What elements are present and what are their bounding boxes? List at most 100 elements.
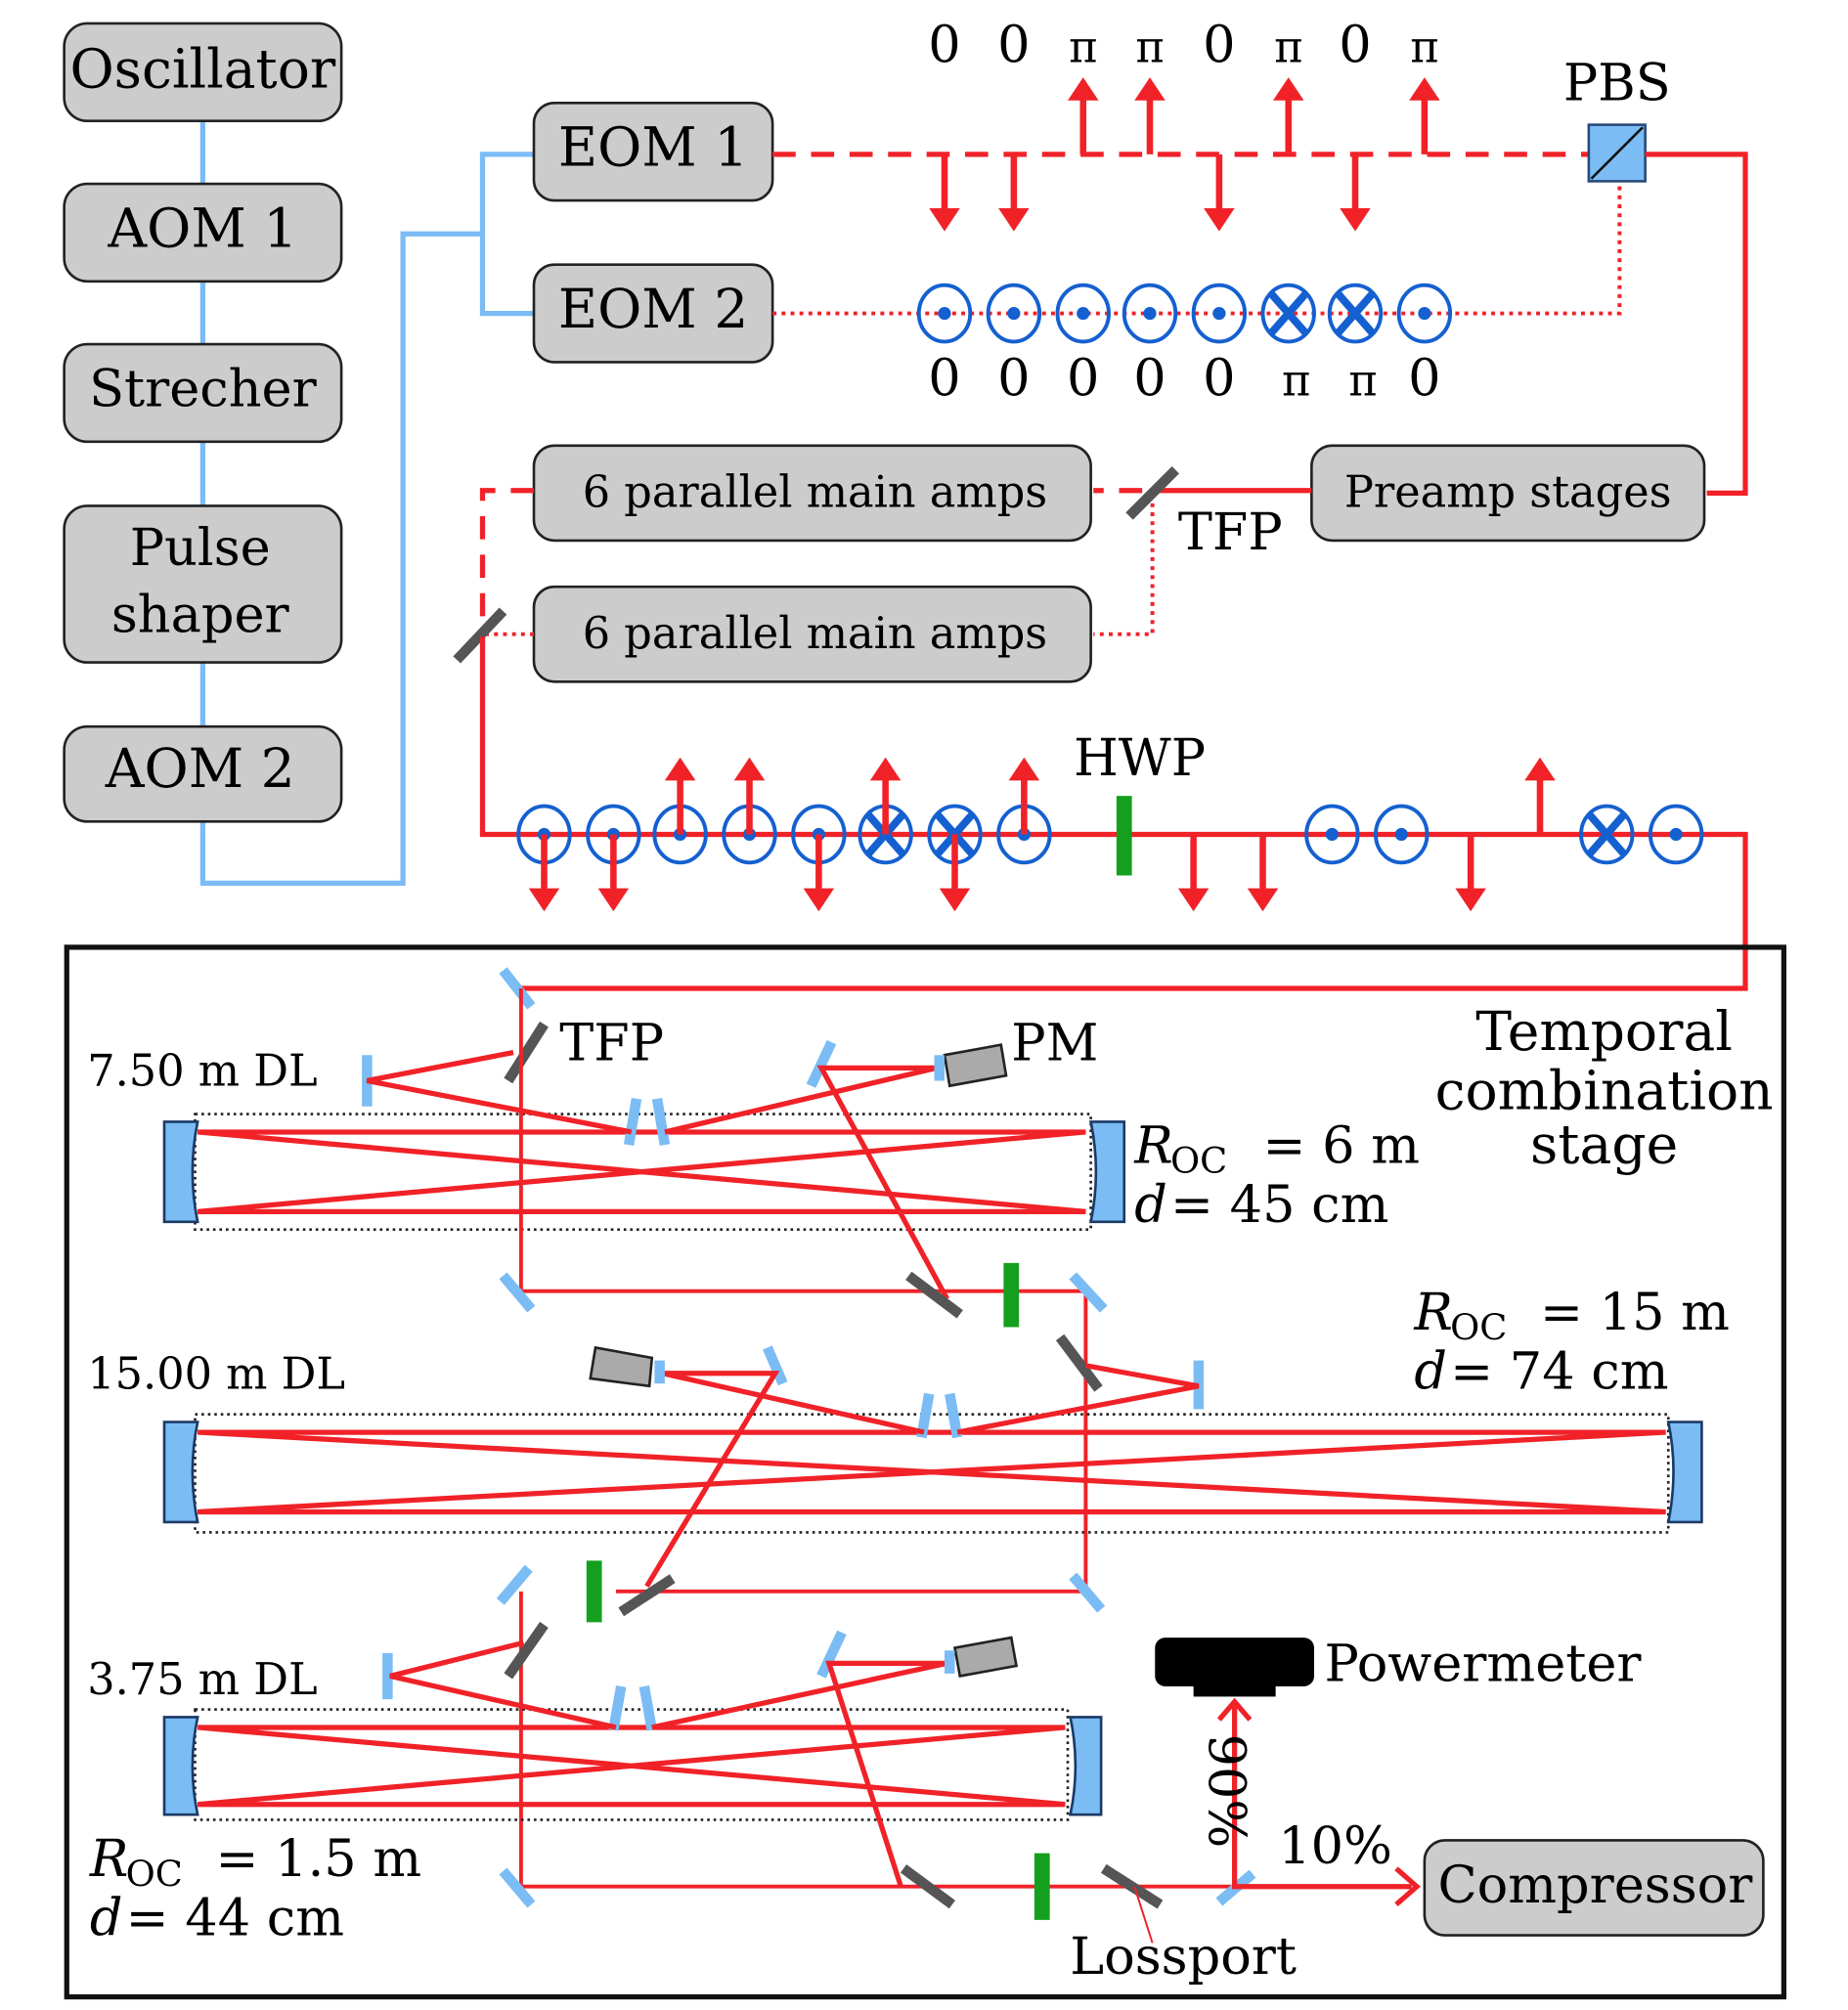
hwp-label: HWP	[1074, 728, 1206, 788]
eom1-phase-label: π	[1135, 22, 1164, 72]
polarization-arrow-up-icon	[869, 757, 902, 835]
combined-polarization-arrows	[528, 757, 1040, 912]
polarization-arrow-down-icon	[929, 153, 960, 232]
polarization-out-of-plane-icon	[1122, 283, 1178, 344]
amp-a-out-beam	[479, 488, 534, 617]
svg-text:R: R	[89, 1829, 129, 1889]
polarization-into-plane-icon	[1579, 804, 1635, 865]
polarization-arrow-down-icon	[597, 834, 630, 912]
polarization-arrow-up-icon	[1008, 757, 1040, 835]
stretcher-label: Strecher	[89, 359, 318, 418]
box-eom1: EOM 1	[532, 101, 774, 202]
powermeter-label: Powermeter	[1325, 1635, 1643, 1694]
stage-title-line3: stage	[1530, 1113, 1678, 1175]
cavity-mirror-right-icon	[1089, 1120, 1126, 1224]
polarization-arrow-up-icon	[1134, 77, 1166, 154]
box-stretcher: Strecher	[63, 342, 343, 444]
eom2-phase-label: 0	[1067, 349, 1099, 409]
dl1-parameters: R OC = 6 m d = 45 cm	[1133, 1115, 1420, 1234]
combined-beam	[479, 636, 1748, 991]
svg-text:d: d	[1134, 1175, 1167, 1235]
preamp-label: Preamp stages	[1344, 466, 1672, 517]
box-compressor: Compressor	[1423, 1839, 1765, 1937]
eom1-phase-label: 0	[1339, 15, 1371, 74]
polarization-arrow-up-icon	[664, 757, 696, 835]
eom1-phase-label: π	[1410, 22, 1438, 72]
polarization-arrow-down-icon	[1177, 834, 1210, 912]
box-aom2: AOM 2	[63, 724, 343, 823]
polarization-out-of-plane-icon	[986, 283, 1042, 344]
svg-text:d: d	[90, 1889, 123, 1948]
eom2-label: EOM 2	[558, 278, 748, 340]
pulse-shaper-label-line1: Pulse	[130, 518, 271, 578]
oscillator-label: Oscillator	[70, 38, 336, 101]
cavity-mirror-left-icon	[162, 1120, 199, 1224]
eom1-phase-label: 0	[1203, 15, 1235, 74]
svg-text:d: d	[1414, 1341, 1447, 1401]
lossport-label: Lossport	[1070, 1927, 1297, 1987]
combiner-tfp-icon	[453, 607, 507, 664]
eom2-polarization-symbols	[916, 283, 1453, 344]
lossport-polarizer-icon	[1100, 1863, 1164, 1909]
eom2-phase-label: 0	[1408, 349, 1440, 409]
eom1-label: EOM 1	[558, 116, 748, 179]
delay-line-2: 15.00 m DL	[87, 1345, 1703, 1588]
dl3-parameters: R OC = 1.5 m d = 44 cm	[89, 1829, 421, 1947]
pm-detector-icon	[952, 1636, 1019, 1678]
dl1-label: 7.50 m DL	[87, 1046, 317, 1097]
eom1-polarization-arrows	[929, 77, 1440, 232]
compressor-label: Compressor	[1437, 1856, 1753, 1915]
split-90-label: 90%	[1196, 1734, 1255, 1849]
eom2-phase-label: π	[1282, 356, 1310, 407]
dl3-label: 3.75 m DL	[87, 1654, 317, 1705]
polarization-arrow-up-icon	[1409, 77, 1440, 154]
svg-text:= 45 cm: = 45 cm	[1170, 1175, 1388, 1235]
aom1-label: AOM 1	[107, 197, 297, 259]
polarization-arrow-down-icon	[1247, 834, 1279, 912]
stage-tfp-label: TFP	[559, 1013, 664, 1072]
powermeter-icon	[1155, 1638, 1314, 1697]
pm-detector-icon	[589, 1345, 654, 1388]
cavity-mirror-left-icon	[162, 1716, 199, 1816]
eom1-phase-label: π	[1274, 22, 1302, 72]
svg-text:R: R	[1413, 1283, 1453, 1342]
delay-line-1: 7.50 m DL	[87, 1021, 1126, 1300]
polarization-into-plane-icon	[1327, 283, 1384, 344]
polarization-arrow-down-icon	[1204, 153, 1235, 232]
cavity-mirror-right-icon	[1666, 1420, 1703, 1524]
eom2-phase-label: 0	[928, 349, 960, 409]
eom2-phase-label: 0	[1203, 349, 1235, 409]
polarization-arrow-up-icon	[1068, 77, 1099, 154]
polarization-out-of-plane-icon	[916, 283, 973, 344]
tfp-to-amp-b-beam	[1093, 502, 1155, 636]
after-hwp-polarization	[1177, 757, 1704, 912]
svg-text:= 74 cm: = 74 cm	[1450, 1341, 1668, 1401]
polarization-arrow-up-icon	[1273, 77, 1304, 154]
box-pulse-shaper: Pulse shaper	[63, 504, 343, 664]
svg-text:= 6 m: = 6 m	[1263, 1115, 1421, 1175]
polarization-arrow-up-icon	[733, 757, 766, 835]
polarization-arrow-down-icon	[803, 834, 835, 912]
aom2-label: AOM 2	[105, 737, 295, 800]
box-eom2: EOM 2	[532, 263, 774, 364]
polarization-out-of-plane-icon	[1055, 283, 1111, 344]
lossport-tfp-icon	[900, 1864, 955, 1909]
pbs-cube-icon	[1587, 123, 1647, 183]
pulse-shaper-label-line2: shaper	[111, 585, 290, 644]
temporal-stage-frame	[64, 944, 1786, 2000]
box-oscillator: Oscillator	[63, 22, 343, 122]
main-amps-b-label: 6 parallel main amps	[583, 608, 1047, 659]
polarization-arrow-down-icon	[528, 834, 560, 912]
eom2-phase-label: 0	[1133, 349, 1166, 409]
pm-detector-icon	[943, 1043, 1008, 1088]
svg-text:OC: OC	[126, 1854, 183, 1896]
delay-line-3: 3.75 m DL	[87, 1621, 1103, 1888]
stage-tfp-icon	[504, 1021, 549, 1084]
polarization-out-of-plane-icon	[1648, 804, 1704, 865]
box-main-amps-a: 6 parallel main amps	[532, 444, 1092, 543]
eom2-beam	[772, 180, 1622, 316]
svg-text:OC: OC	[1450, 1307, 1507, 1349]
polarization-arrow-down-icon	[1340, 153, 1371, 232]
